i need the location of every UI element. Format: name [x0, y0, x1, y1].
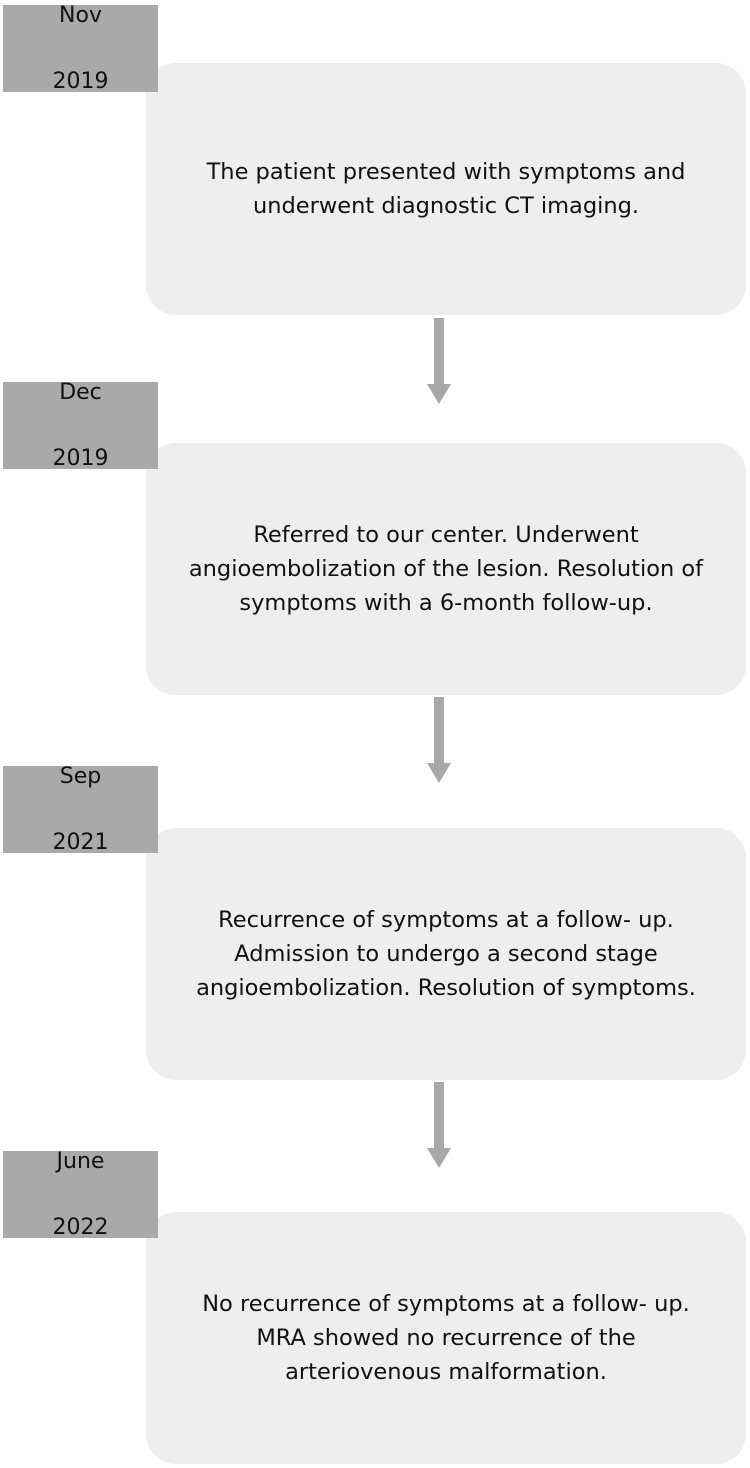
date-year: 2019 [52, 446, 109, 471]
down-arrow-icon [427, 1082, 451, 1168]
date-tag-june-2022: June 2022 [3, 1149, 158, 1240]
event-box-presentation: The patient presented with symptoms and … [146, 63, 746, 315]
date-tag-dec-2019: Dec 2019 [3, 380, 158, 471]
event-description: The patient presented with symptoms and … [206, 159, 686, 219]
date-month: Nov [59, 3, 102, 28]
event-box-recurrence: Recurrence of symptoms at a follow- up. … [146, 828, 746, 1080]
date-month: June [56, 1149, 105, 1174]
event-box-angioembolization: Referred to our center. Underwent angioe… [146, 443, 746, 695]
down-arrow-icon [427, 697, 451, 783]
date-year: 2022 [52, 1215, 109, 1240]
date-tag-nov-2019: Nov 2019 [3, 3, 158, 94]
date-tag-sep-2021: Sep 2021 [3, 764, 158, 855]
event-description: Recurrence of symptoms at a follow- up. … [196, 907, 696, 1001]
event-description: Referred to our center. Underwent angioe… [188, 522, 704, 616]
date-month: Sep [59, 764, 102, 789]
date-year: 2021 [52, 830, 109, 855]
event-description: No recurrence of symptoms at a follow- u… [202, 1291, 690, 1385]
date-month: Dec [59, 380, 102, 405]
date-year: 2019 [52, 69, 109, 94]
event-box-no-recurrence: No recurrence of symptoms at a follow- u… [146, 1212, 746, 1464]
down-arrow-icon [427, 318, 451, 404]
